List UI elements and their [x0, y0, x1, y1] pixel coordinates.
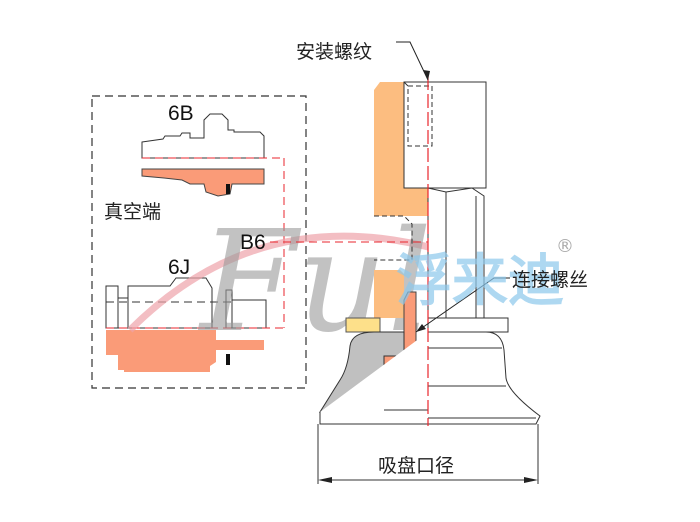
- label-mount-thread: 安装螺纹: [296, 41, 372, 63]
- seal-ring: [226, 184, 230, 194]
- label-connect-thread: 连接螺丝: [512, 269, 588, 291]
- connect-thread-leader: [415, 277, 510, 333]
- label-6b: 6B: [168, 102, 194, 125]
- washer: [345, 317, 381, 333]
- mount-thread-leader: [396, 41, 429, 81]
- diameter-dimension: [317, 424, 539, 484]
- vacuum-end-box: [91, 95, 307, 389]
- suction-cup-outline: [319, 331, 541, 425]
- registered-mark: ®: [556, 236, 574, 257]
- label-6j: 6J: [168, 256, 190, 279]
- label-cup-diameter: 吸盘口径: [378, 455, 454, 477]
- seal-ring: [226, 354, 230, 365]
- watermark-swoosh: [127, 232, 441, 333]
- vacuum-body: [374, 81, 509, 353]
- label-vacuum-end: 真空端: [104, 201, 161, 223]
- watermark-brand: 浮来迪: [396, 249, 564, 314]
- label-b6: B6: [240, 231, 266, 254]
